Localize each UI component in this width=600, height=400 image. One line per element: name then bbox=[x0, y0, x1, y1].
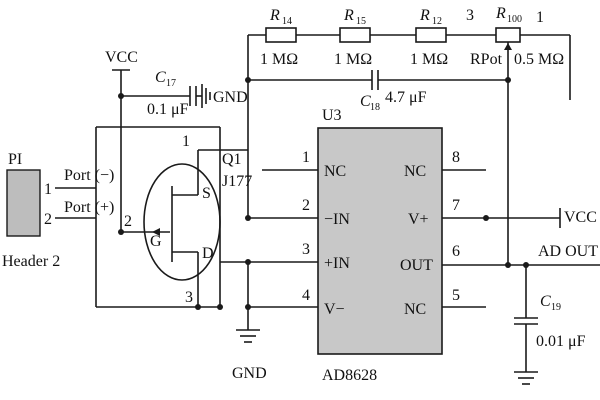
vcc-right-symbol: VCC bbox=[559, 208, 597, 228]
r15-value: 1 MΩ bbox=[334, 51, 372, 68]
header-ref: PI bbox=[8, 151, 22, 168]
r14-ref-sub: 14 bbox=[282, 16, 292, 27]
u3-pin-7-name: V+ bbox=[408, 211, 429, 228]
opamp-u3: U3 AD8628 1 2 3 4 NC −IN +IN V− 8 7 6 5 … bbox=[220, 107, 600, 384]
q1-ref: Q1 bbox=[222, 151, 242, 168]
junction-dot bbox=[505, 262, 511, 268]
r100-value: 0.5 MΩ bbox=[514, 51, 564, 68]
c17-value: 0.1 μF bbox=[147, 101, 189, 118]
c18-value: 4.7 μF bbox=[385, 89, 427, 106]
gnd-bottom-label: GND bbox=[232, 365, 267, 382]
c19-ref: C bbox=[540, 293, 551, 310]
port-minus-label: Port (−) bbox=[64, 167, 114, 184]
u3-pin-4-num: 4 bbox=[302, 287, 310, 304]
u3-pin-1-num: 1 bbox=[302, 149, 310, 166]
resistor-r12: R 12 1 MΩ bbox=[410, 7, 448, 68]
vcc-right-label: VCC bbox=[564, 209, 597, 226]
u3-pin-8-num: 8 bbox=[452, 149, 460, 166]
u3-pin-7-num: 7 bbox=[452, 197, 460, 214]
junction-dot bbox=[245, 304, 251, 310]
q1-pin-3: 3 bbox=[185, 289, 193, 306]
u3-ref: U3 bbox=[322, 107, 342, 124]
vcc-top-label: VCC bbox=[105, 49, 138, 66]
resistor-r14: R 14 1 MΩ bbox=[260, 7, 298, 68]
junction-dot bbox=[118, 229, 124, 235]
u3-pin-6-num: 6 bbox=[452, 243, 460, 260]
r100-name: RPot bbox=[470, 51, 503, 68]
r14-ref: R bbox=[269, 7, 280, 24]
junction-dot bbox=[483, 215, 489, 221]
u3-pin-4-name: V− bbox=[324, 301, 345, 318]
c18-ref-sub: 18 bbox=[370, 102, 380, 113]
top-wire bbox=[247, 34, 571, 218]
capacitor-c17: C 17 0.1 μF bbox=[121, 69, 202, 118]
gnd-top-label: GND bbox=[213, 89, 248, 106]
u3-pin-5-num: 5 bbox=[452, 287, 460, 304]
c19-value: 0.01 μF bbox=[536, 333, 586, 350]
u3-pin-2-num: 2 bbox=[302, 197, 310, 214]
header-pin-2: 2 bbox=[44, 211, 52, 228]
q1-pin-g: G bbox=[150, 233, 162, 250]
port-plus-label: Port (+) bbox=[64, 199, 114, 216]
u3-pin-3-num: 3 bbox=[302, 241, 310, 258]
r100-pin-3: 3 bbox=[466, 7, 474, 24]
u3-pin-3-name: +IN bbox=[324, 255, 350, 272]
header-name: Header 2 bbox=[2, 253, 60, 270]
r12-ref: R bbox=[419, 7, 430, 24]
u3-pin-6-name: OUT bbox=[400, 257, 433, 274]
ad-out-label: AD OUT bbox=[538, 243, 598, 260]
junction-dot bbox=[195, 304, 201, 310]
r12-ref-sub: 12 bbox=[432, 16, 442, 27]
q1-pin-1: 1 bbox=[182, 133, 190, 150]
header-pin-1: 1 bbox=[44, 181, 52, 198]
port-wiring bbox=[95, 126, 221, 308]
junction-dot bbox=[245, 215, 251, 221]
junction-dot bbox=[505, 77, 511, 83]
resistor-r15: R 15 1 MΩ bbox=[334, 7, 372, 68]
u3-pin-5-name: NC bbox=[404, 301, 426, 318]
u3-pin-1-name: NC bbox=[324, 163, 346, 180]
r15-ref-sub: 15 bbox=[356, 16, 366, 27]
capacitor-c18: C 18 4.7 μF bbox=[248, 70, 508, 113]
header-connector: PI 1 2 Header 2 Port (−) Port (+) bbox=[2, 151, 114, 270]
gnd-top-symbol: GND bbox=[201, 84, 248, 108]
q1-pin-d: D bbox=[202, 245, 214, 262]
r15-ref: R bbox=[343, 7, 354, 24]
u3-pin-2-name: −IN bbox=[324, 211, 350, 228]
c17-ref: C bbox=[155, 69, 166, 86]
c17-ref-sub: 17 bbox=[166, 78, 176, 89]
junction-dot bbox=[245, 77, 251, 83]
r14-value: 1 MΩ bbox=[260, 51, 298, 68]
potentiometer-r100: R 100 3 1 RPot 0.5 MΩ bbox=[466, 5, 564, 80]
c19-ref-sub: 19 bbox=[551, 302, 561, 313]
q1-pin-2: 2 bbox=[124, 213, 132, 230]
transistor-q1: 1 2 3 S G D Q1 J177 bbox=[121, 133, 252, 307]
c18-ref: C bbox=[360, 93, 371, 110]
junction-dot bbox=[118, 93, 124, 99]
q1-pin-s: S bbox=[202, 185, 211, 202]
r12-value: 1 MΩ bbox=[410, 51, 448, 68]
r100-ref-sub: 100 bbox=[507, 14, 522, 25]
junction-dot bbox=[217, 304, 223, 310]
gnd-bottom-symbol: GND bbox=[232, 262, 267, 382]
r100-pin-1: 1 bbox=[536, 9, 544, 26]
r100-ref: R bbox=[495, 5, 506, 22]
u3-part: AD8628 bbox=[322, 367, 377, 384]
junction-dot bbox=[245, 259, 251, 265]
capacitor-c19: C 19 0.01 μF bbox=[514, 265, 586, 385]
u3-pin-8-name: NC bbox=[404, 163, 426, 180]
q1-part: J177 bbox=[222, 173, 252, 190]
